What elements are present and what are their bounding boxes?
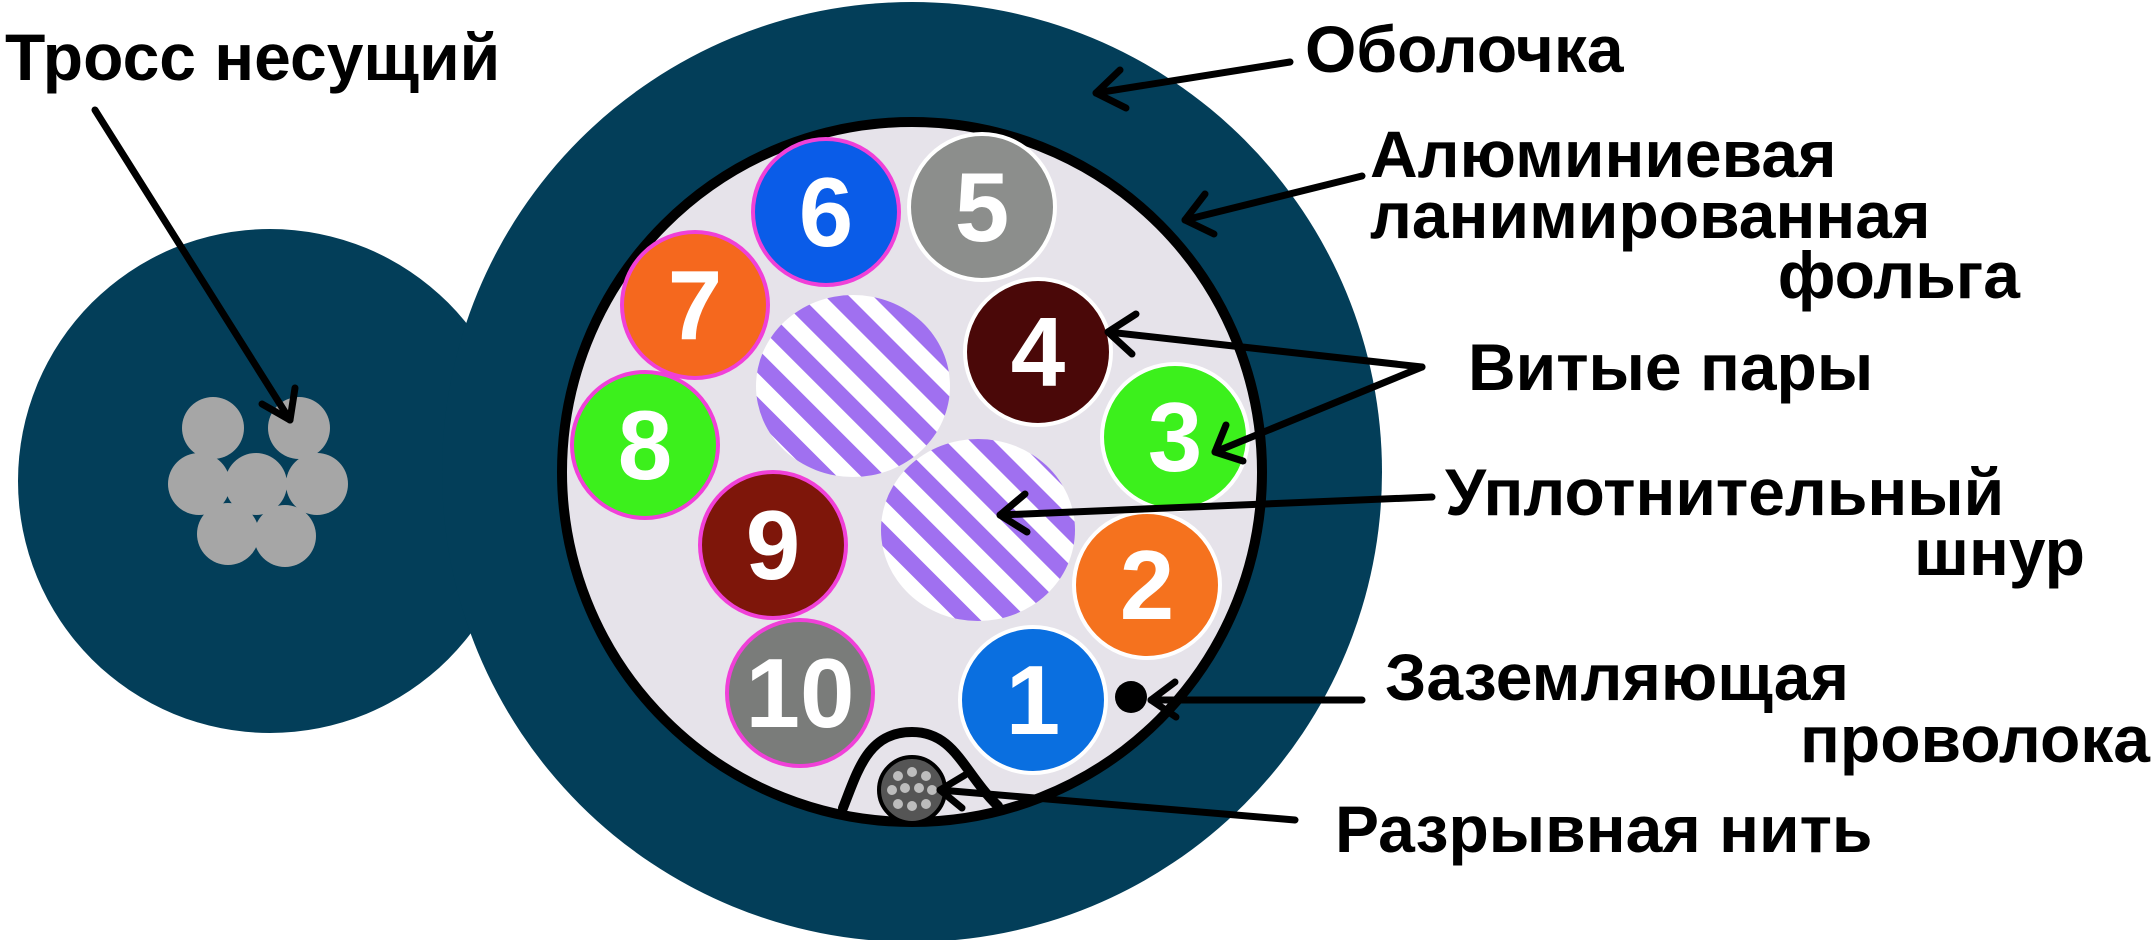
label-sheath: Оболочка (1305, 12, 1625, 86)
label-drain-line1: Заземляющая (1385, 640, 1849, 714)
pair-number: 1 (1006, 645, 1061, 755)
pair-2: 2 (1072, 510, 1222, 660)
pair-number: 9 (746, 490, 801, 600)
arrow-pairs-3 (1211, 363, 1426, 456)
arrow-messenger (91, 106, 294, 424)
pair-8: 8 (570, 370, 720, 520)
pair-number: 2 (1120, 530, 1175, 640)
drain-wire (1115, 681, 1147, 713)
pair-number: 8 (618, 390, 673, 500)
pair-5: 5 (907, 132, 1057, 282)
pair-3: 3 (1100, 362, 1250, 512)
filler-cords (756, 295, 1075, 621)
arrow-sheath (1092, 58, 1294, 97)
filler-cord-lower (881, 439, 1075, 621)
arrow-ripcord (936, 786, 1299, 824)
label-filler-line2: шнур (1914, 515, 2085, 589)
filler-cord-upper (756, 295, 950, 477)
label-foil-line3: фольга (1778, 238, 2022, 312)
pair-4: 4 (963, 277, 1113, 427)
ripcord (877, 755, 947, 825)
arrow-pairs-4 (1104, 328, 1426, 371)
pair-number: 3 (1148, 382, 1203, 492)
pair-6: 6 (751, 137, 901, 287)
pair-number: 10 (745, 638, 854, 748)
pair-7: 7 (620, 230, 770, 380)
label-drain-line2: проволока (1800, 702, 2151, 776)
pair-10: 10 (725, 618, 875, 768)
messenger-strands (168, 397, 348, 567)
label-foil-line1: Алюминиевая (1370, 117, 1837, 191)
label-ripcord: Разрывная нить (1335, 792, 1872, 866)
label-pairs: Витые пары (1468, 330, 1873, 404)
pair-number: 7 (668, 250, 723, 360)
pair-number: 6 (799, 157, 854, 267)
label-messenger: Тросс несущий (5, 20, 500, 94)
arrow-foil (1181, 172, 1366, 224)
label-foil-line2: ланимированная (1370, 178, 1930, 252)
arrow-filler (996, 493, 1436, 519)
twisted-pairs: 1 2 3 4 5 6 7 8 (570, 132, 1250, 775)
pair-1: 1 (958, 625, 1108, 775)
label-filler-line1: Уплотнительный (1445, 455, 2004, 529)
leader-arrows (91, 58, 1436, 824)
pair-number: 4 (1011, 297, 1066, 407)
pair-number: 5 (955, 152, 1010, 262)
pair-9: 9 (698, 470, 848, 620)
